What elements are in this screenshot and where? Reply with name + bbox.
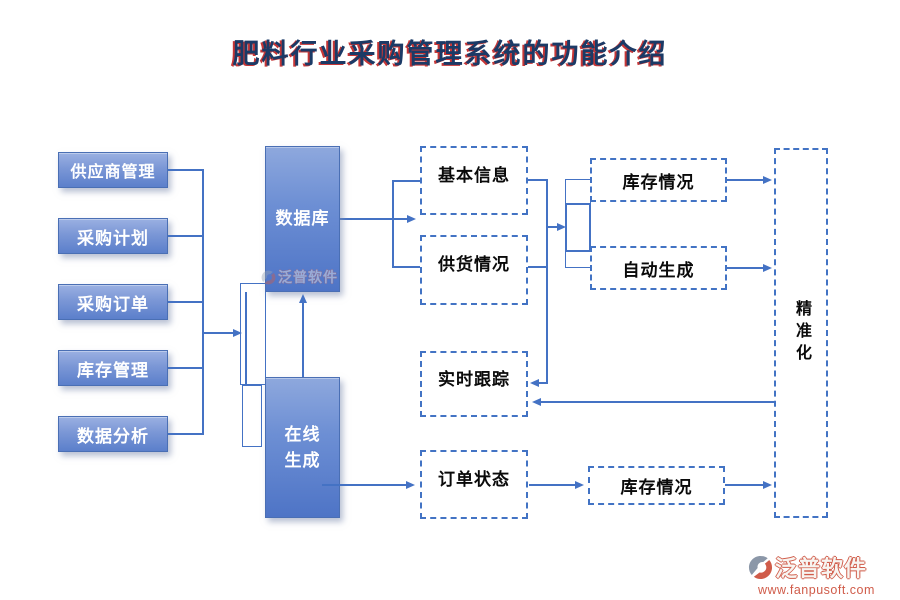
module-box-purchase-order: 采购订单 (58, 284, 168, 320)
connector-invtop-to-result-shaft (727, 179, 764, 181)
connector-stub-analysis (168, 433, 203, 435)
arrow-head-online-to-db (299, 294, 307, 303)
core-box-online-generation: 在线 生成 (265, 377, 340, 518)
connector-online-to-orderstatus-shaft (322, 484, 407, 486)
arrow-head-autogen-to-result (763, 264, 772, 272)
watermark-row: 泛普软件 (748, 551, 896, 583)
connector-stub-order (168, 301, 203, 303)
connector-mid-vertical (546, 179, 548, 384)
arrow-head-orderstatus-to-inventory (575, 481, 584, 489)
connector-autogen-to-result-shaft (727, 267, 764, 269)
arrow-head-invbottom-to-result (763, 481, 772, 489)
arrow-head-invtop-to-result (763, 176, 772, 184)
arrow-head-online-to-orderstatus (406, 481, 415, 489)
connector-orderstatus-to-inventory-shaft (529, 484, 576, 486)
result-box-precision: 精准化 (774, 148, 828, 518)
bracket-db-stub-bottom (392, 266, 420, 268)
arrow-head-result-to-tracking (532, 398, 541, 406)
connector-stub-inventory (168, 367, 203, 369)
junction-rect-core-upper (240, 283, 266, 385)
arrow-head-db-to-details (407, 215, 416, 223)
connector-basicinfo-out (528, 179, 547, 181)
fanpu-logo-icon (261, 270, 276, 284)
arrow-head-mid (557, 223, 566, 231)
connector-invbottom-to-result-shaft (725, 484, 764, 486)
detail-box-order-status: 订单状态 (420, 450, 528, 519)
detail-box-basic-info: 基本信息 (420, 146, 528, 215)
connector-online-to-db-shaft (302, 303, 304, 377)
watermark-overlay-brand: 泛普软件 (278, 270, 338, 286)
module-box-data-analysis: 数据分析 (58, 416, 168, 452)
outcome-box-auto-generate: 自动生成 (590, 246, 727, 290)
core-box-database: 数据库 (265, 146, 340, 292)
connector-trunk-vertical (202, 169, 204, 435)
connector-mid-arrow-shaft (548, 226, 558, 228)
connector-core-vertical (245, 292, 247, 385)
outcome-box-inventory-top: 库存情况 (590, 158, 727, 202)
module-box-supplier-management: 供应商管理 (58, 152, 168, 188)
connector-result-to-tracking-shaft (541, 401, 774, 403)
watermark-url: www.fanpusoft.com (758, 583, 875, 597)
connector-trunk-arrow-shaft (203, 332, 235, 334)
fanpu-logo-icon (748, 555, 773, 579)
junction-rect-outcome-inner (565, 203, 591, 252)
bracket-db-stub-top (392, 180, 420, 182)
page-title: 肥料行业采购管理系统的功能介绍 (232, 39, 668, 70)
connector-stub-plan (168, 235, 203, 237)
connector-mid-to-tracking-shaft (539, 382, 548, 384)
connector-supply-out (528, 266, 547, 268)
connector-db-to-details-shaft (340, 218, 408, 220)
module-box-purchase-plan: 采购计划 (58, 218, 168, 254)
detail-box-supply-status: 供货情况 (420, 235, 528, 305)
junction-rect-core-lower (242, 385, 262, 447)
core-box-online-generation-label: 在线 生成 (284, 425, 321, 470)
watermark-brand: 泛普软件 (775, 556, 868, 582)
arrow-head-mid-to-tracking (530, 379, 539, 387)
outcome-box-inventory-bottom: 库存情况 (588, 466, 725, 505)
detail-box-realtime-tracking: 实时跟踪 (420, 351, 528, 417)
arrow-head-trunk (233, 329, 242, 337)
watermark: 泛普软件 www.fanpusoft.com (748, 551, 896, 597)
watermark-overlay: 泛普软件 (261, 267, 338, 287)
connector-stub-supplier (168, 169, 203, 171)
module-box-inventory-management: 库存管理 (58, 350, 168, 386)
bracket-db-vertical (392, 180, 394, 268)
